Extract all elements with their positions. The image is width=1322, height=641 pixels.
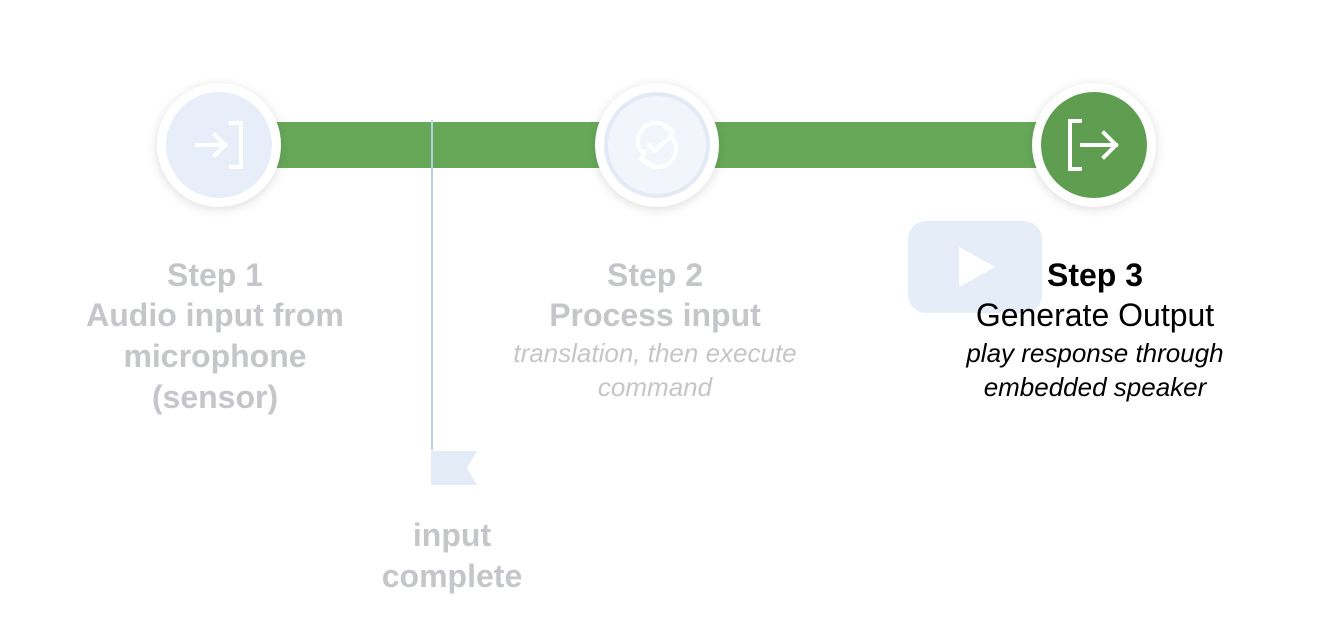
step-2-description: translation, then execute command bbox=[513, 338, 797, 402]
step-2-subtitle: Process input bbox=[549, 297, 761, 333]
step-3-title: Step 3 bbox=[1046, 257, 1144, 293]
flag-icon bbox=[431, 451, 477, 485]
step-3-label: Step 3 Generate Output play response thr… bbox=[935, 255, 1255, 404]
step-2-label: Step 2 Process input translation, then e… bbox=[505, 255, 805, 404]
step-1-label: Step 1 Audio input from microphone (sens… bbox=[60, 255, 370, 418]
step-1-node bbox=[157, 83, 281, 207]
step-2-title: Step 2 bbox=[606, 257, 704, 293]
marker-line bbox=[431, 120, 433, 450]
marker-label: input complete bbox=[381, 517, 523, 594]
input-arrow-icon bbox=[195, 121, 243, 169]
step-3-node bbox=[1032, 83, 1156, 207]
step-1-title: Step 1 bbox=[166, 257, 264, 293]
play-icon bbox=[959, 247, 995, 287]
step-2-node bbox=[595, 83, 719, 207]
sync-check-icon bbox=[635, 121, 679, 169]
step-3-description: play response through embedded speaker bbox=[966, 338, 1224, 402]
step-3-subtitle: Generate Output bbox=[975, 297, 1215, 333]
step-1-subtitle: Audio input from microphone (sensor) bbox=[86, 297, 344, 415]
output-arrow-icon bbox=[1068, 119, 1119, 171]
play-button[interactable] bbox=[908, 221, 1042, 313]
